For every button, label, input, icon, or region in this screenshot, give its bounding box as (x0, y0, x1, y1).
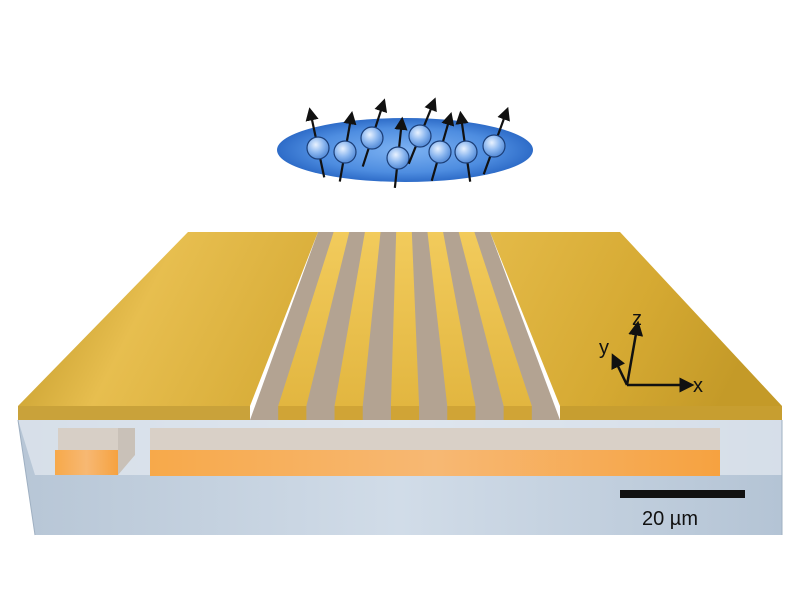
electrode-finger (458, 232, 532, 406)
electrode-finger (278, 232, 350, 406)
atom (306, 136, 330, 160)
atom (454, 140, 478, 164)
waveguide-main (150, 428, 720, 476)
electrode-finger-edge (390, 406, 420, 420)
atom (333, 140, 357, 164)
electrode-fingers (278, 232, 532, 420)
scale-bar: 20 µm (620, 490, 745, 530)
coordinate-axes: x z y (599, 308, 703, 397)
electrode-finger-edge (447, 406, 476, 420)
atom (360, 126, 384, 150)
electrode-finger-edge (503, 406, 532, 420)
electrode-finger (427, 232, 476, 406)
waveguide-left (55, 428, 135, 475)
electrode-finger-edge (334, 406, 363, 420)
z-axis-label: z (632, 308, 642, 330)
electrode-finger (390, 232, 420, 406)
atoms (305, 97, 510, 188)
electrode-pad-right (490, 232, 782, 420)
electrode-pad-left (18, 232, 318, 420)
atom (386, 146, 410, 170)
scale-bar-line (620, 490, 745, 498)
atom (428, 140, 452, 164)
scale-bar-label: 20 µm (642, 508, 698, 530)
y-axis-label: y (599, 337, 609, 359)
electrode-finger (334, 232, 381, 406)
x-axis-label: x (693, 375, 703, 397)
electrode-finger-edge (278, 406, 307, 420)
atom (482, 134, 506, 158)
atom (408, 124, 432, 148)
